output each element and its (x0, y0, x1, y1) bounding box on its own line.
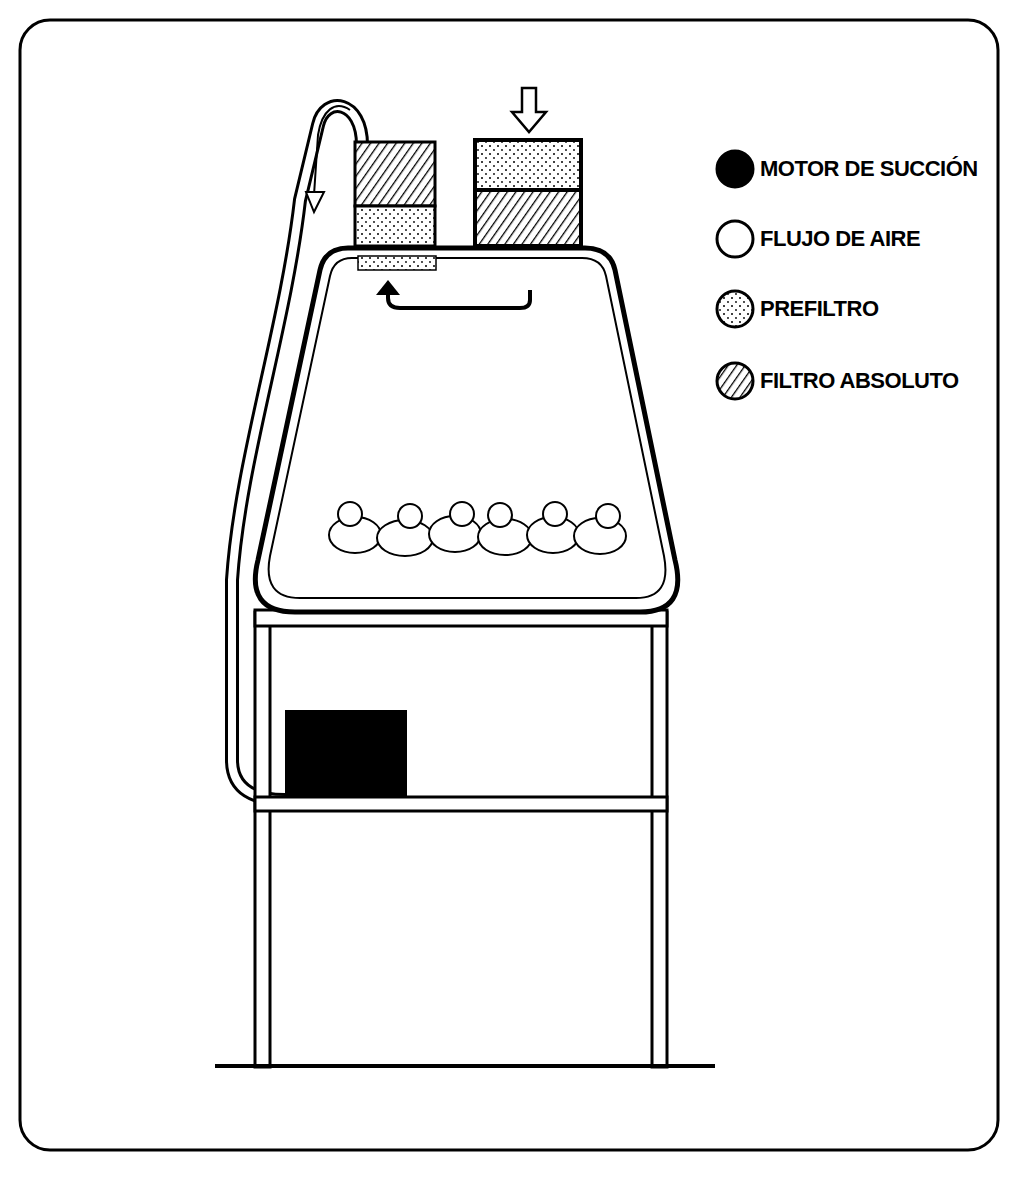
stand-leg (652, 612, 667, 1067)
legend-entry: PREFILTRO (714, 288, 879, 330)
internal-air-flow (388, 290, 530, 308)
air-flow-arrow (314, 106, 350, 195)
legend-label: FLUJO DE AIRE (760, 226, 920, 252)
legend-label: MOTOR DE SUCCIÓN (760, 156, 978, 182)
legend-entry: FLUJO DE AIRE (714, 218, 920, 260)
cabinet-inner-line (269, 258, 666, 598)
prefilter (475, 140, 581, 190)
absolute-filter (355, 142, 435, 206)
legend-swatch (714, 288, 756, 330)
outlet-prefilter (358, 256, 436, 270)
absolute-filter (475, 190, 581, 246)
legend-swatch (714, 148, 756, 190)
legend-swatch (714, 360, 756, 402)
prefilter (355, 206, 435, 246)
stand-shelf (255, 797, 667, 811)
frame (20, 20, 998, 1150)
legend-entry: MOTOR DE SUCCIÓN (714, 148, 978, 190)
legend-label: FILTRO ABSOLUTO (760, 368, 959, 394)
inlet-arrow (512, 88, 546, 132)
floor-line (215, 1064, 715, 1068)
legend-entry: FILTRO ABSOLUTO (714, 360, 959, 402)
air-flow-arrowhead (306, 192, 324, 212)
isolator-cabinet (255, 248, 677, 612)
legend-label: PREFILTRO (760, 296, 879, 322)
suction-motor (285, 710, 407, 798)
stand-leg (255, 612, 270, 1067)
internal-air-arrowhead (376, 280, 400, 295)
chicks (329, 502, 626, 556)
legend-swatch (714, 218, 756, 260)
